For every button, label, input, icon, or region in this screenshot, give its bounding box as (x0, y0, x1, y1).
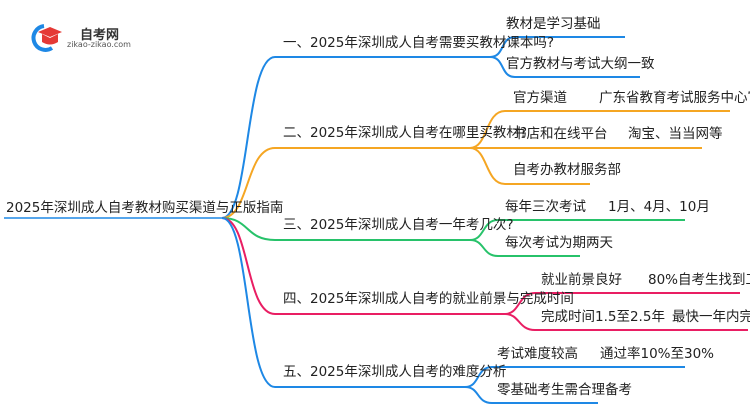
logo-url: zikao-zikao.com (67, 40, 131, 49)
branch-3-child-1: 每年三次考试 (505, 199, 586, 215)
branch-4-child-1-detail: 80%自考生找到工作 (648, 272, 750, 288)
root-topic: 2025年深圳成人自考教材购买渠道与正版指南 (6, 200, 284, 216)
branch-2-title: 二、2025年深圳成人自考在哪里买教材? (283, 125, 528, 141)
branch-5-child-1-detail: 通过率10%至30% (600, 346, 715, 362)
branch-4-title: 四、2025年深圳成人自考的就业前景与完成时间 (283, 291, 574, 307)
branch-3-child-2: 每次考试为期两天 (505, 235, 613, 251)
branch-5-child-1: 考试难度较高 (497, 346, 578, 362)
branch-4-child-2-detail: 最快一年内完成 (672, 309, 750, 325)
connector-2 (221, 147, 470, 219)
branch-2-child-2-detail: 淘宝、当当网等 (628, 126, 723, 142)
logo-title: 自考网 (80, 28, 120, 43)
connector-4 (221, 217, 505, 315)
branch-2-child-1-detail: 广东省教育考试服务中心官网 (599, 90, 750, 106)
branch-2-child-2: 书店和在线平台 (513, 126, 608, 142)
branch-2-child-3: 自考办教材服务部 (513, 162, 621, 178)
branch-5-title: 五、2025年深圳成人自考的难度分析 (283, 364, 507, 380)
connector-5 (221, 217, 465, 388)
branch-1-title: 一、2025年深圳成人自考需要买教材课本吗? (283, 35, 555, 51)
branch-3-child-1-detail: 1月、4月、10月 (608, 199, 710, 215)
branch-1-child-1: 教材是学习基础 (506, 16, 601, 32)
branch-3-title: 三、2025年深圳成人自考一年考几次? (283, 217, 514, 233)
branch-2-child-1: 官方渠道 (513, 90, 567, 106)
branch-4-child-1: 就业前景良好 (541, 272, 622, 288)
branch-4-child-2: 完成时间1.5至2.5年 (541, 309, 665, 325)
connector-3 (221, 217, 470, 241)
graduation-cap-logo-icon (31, 24, 62, 52)
connector-1 (221, 56, 490, 219)
branch-5-child-2: 零基础考生需合理备考 (497, 382, 632, 398)
branch-1-child-2: 官方教材与考试大纲一致 (506, 56, 655, 72)
